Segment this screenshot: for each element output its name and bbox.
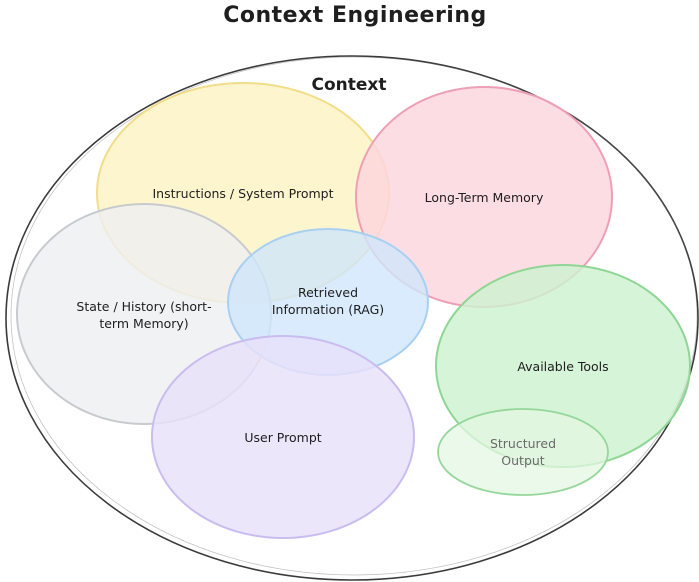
- structured-output-label-line-2: Output: [501, 453, 545, 468]
- long-term-memory-label: Long-Term Memory: [425, 190, 544, 205]
- structured-output-circle: [437, 408, 609, 496]
- state-history-label-line-2: term Memory): [99, 316, 188, 331]
- user-prompt-label: User Prompt: [244, 430, 321, 445]
- context-boundary: [5, 55, 699, 581]
- context-label: Context: [311, 75, 386, 95]
- retrieved-information-label-line-1: Retrieved: [298, 285, 358, 300]
- user-prompt-circle: [151, 335, 415, 539]
- instructions-label: Instructions / System Prompt: [153, 186, 334, 201]
- diagram-title: Context Engineering: [223, 3, 487, 28]
- available-tools-label: Available Tools: [517, 359, 608, 374]
- state-history-label-line-1: State / History (short-: [76, 299, 211, 314]
- structured-output-label-line-1: Structured: [490, 436, 556, 451]
- context-boundary-sketch-stroke: [10, 56, 698, 576]
- retrieved-information-label-line-2: Information (RAG): [272, 302, 384, 317]
